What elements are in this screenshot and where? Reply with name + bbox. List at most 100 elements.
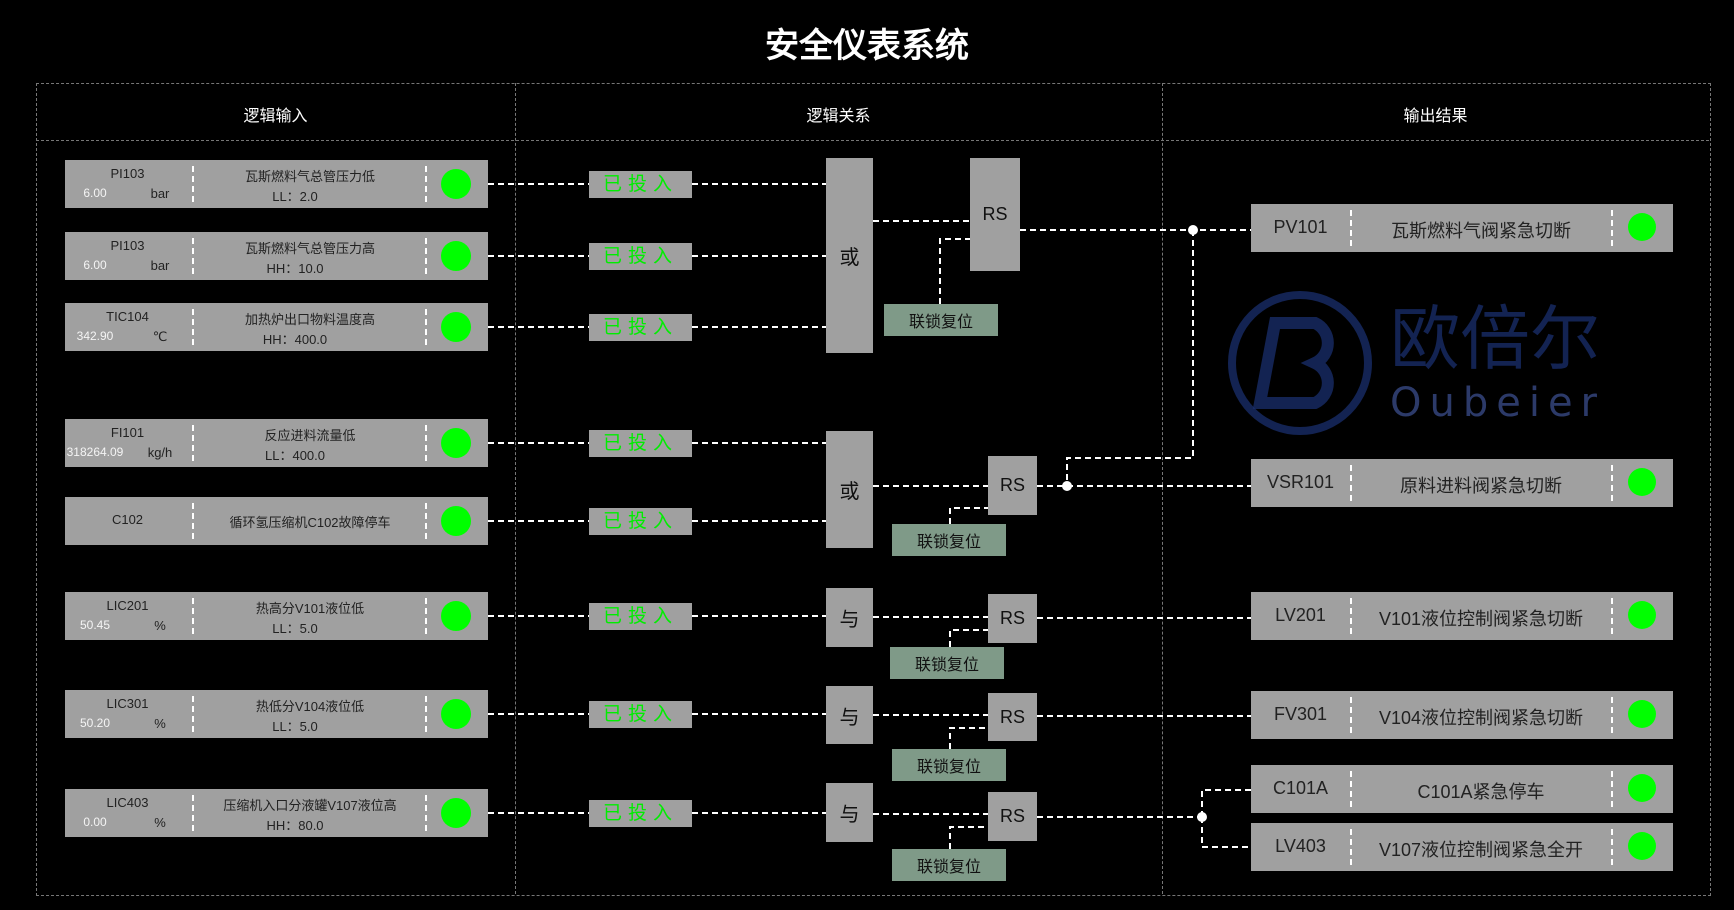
- input-unit: %: [154, 815, 166, 830]
- enabled-button[interactable]: 已投入: [589, 508, 692, 535]
- output-tag: VSR101: [1266, 472, 1335, 492]
- column-separator: [192, 795, 194, 831]
- input-value: 342.90: [76, 329, 114, 343]
- status-indicator-dot: [441, 428, 471, 458]
- column-separator: [192, 238, 194, 274]
- status-indicator-dot: [441, 699, 471, 729]
- output-block[interactable]: VSR101 原料进料阀紧急切断: [1251, 459, 1673, 507]
- input-limit: LL：2.0: [272, 189, 318, 204]
- input-limit: HH：400.0: [262, 332, 328, 347]
- input-value: 318264.09: [66, 445, 124, 459]
- column-separator: [1611, 465, 1613, 501]
- status-indicator-dot: [1628, 468, 1656, 496]
- wire: [949, 629, 988, 647]
- column-separator: [425, 425, 427, 461]
- wire: [949, 727, 988, 749]
- enabled-button[interactable]: 已投入: [589, 701, 692, 728]
- input-block[interactable]: LIC403 0.00% 压缩机入口分液罐V107液位高 HH：80.0: [65, 789, 488, 837]
- enabled-button[interactable]: 已投入: [589, 603, 692, 630]
- input-tag: LIC201: [106, 598, 149, 613]
- page-title: 安全仪表系统: [765, 26, 969, 66]
- column-divider: [1162, 83, 1163, 894]
- input-unit: bar: [150, 258, 170, 273]
- and-gate: 与: [826, 588, 873, 647]
- or-gate: 或: [826, 158, 873, 353]
- column-separator: [192, 425, 194, 461]
- rs-flipflop: RS: [988, 594, 1037, 643]
- header-logic-relation: 逻辑关系: [806, 108, 871, 125]
- input-limit: HH：10.0: [266, 261, 324, 276]
- input-limit: LL：5.0: [272, 621, 318, 636]
- interlock-reset-button[interactable]: 联锁复位: [890, 647, 1004, 679]
- status-indicator-dot: [441, 506, 471, 536]
- wire: [1201, 789, 1251, 817]
- column-separator: [1611, 697, 1613, 733]
- enabled-button[interactable]: 已投入: [589, 314, 692, 341]
- input-limit: LL：400.0: [265, 448, 325, 463]
- rs-flipflop: RS: [988, 792, 1037, 841]
- column-separator: [192, 598, 194, 634]
- input-description: 热高分V101液位低: [255, 601, 365, 616]
- status-indicator-dot: [1628, 213, 1656, 241]
- input-tag: LIC301: [106, 696, 149, 711]
- status-indicator-dot: [441, 169, 471, 199]
- column-separator: [1350, 697, 1352, 733]
- header-output-result: 输出结果: [1403, 108, 1468, 125]
- input-limit: HH：80.0: [266, 818, 324, 833]
- column-separator: [425, 696, 427, 732]
- input-description: 反应进料流量低: [264, 428, 356, 443]
- interlock-reset-button[interactable]: 联锁复位: [892, 524, 1006, 556]
- and-gate: 与: [826, 686, 873, 744]
- junction-dot: [1062, 481, 1072, 491]
- column-separator: [1350, 465, 1352, 501]
- status-indicator-dot: [441, 241, 471, 271]
- wire: [939, 238, 970, 304]
- wire: [949, 826, 988, 849]
- column-separator: [1350, 210, 1352, 246]
- input-unit: ℃: [152, 329, 168, 344]
- input-value: 0.00: [83, 815, 107, 829]
- rs-flipflop: RS: [970, 158, 1020, 271]
- input-tag: FI101: [110, 425, 145, 440]
- input-tag: C102: [111, 512, 144, 527]
- output-description: V104液位控制阀紧急切断: [1378, 708, 1584, 728]
- input-value: 6.00: [83, 258, 107, 272]
- column-separator: [425, 238, 427, 274]
- interlock-reset-button[interactable]: 联锁复位: [892, 849, 1006, 881]
- column-separator: [1350, 771, 1352, 807]
- output-tag: LV403: [1275, 836, 1326, 856]
- column-separator: [425, 598, 427, 634]
- input-tag: LIC403: [106, 795, 149, 810]
- enabled-button[interactable]: 已投入: [589, 800, 692, 827]
- input-description: 瓦斯燃料气总管压力低: [244, 169, 375, 184]
- column-separator: [1611, 598, 1613, 634]
- output-description: 原料进料阀紧急切断: [1400, 476, 1562, 496]
- header-logic-input: 逻辑输入: [243, 108, 308, 125]
- enabled-button[interactable]: 已投入: [589, 430, 692, 457]
- output-description: V101液位控制阀紧急切断: [1378, 609, 1584, 629]
- column-separator: [192, 166, 194, 202]
- enabled-button[interactable]: 已投入: [589, 243, 692, 270]
- interlock-reset-button[interactable]: 联锁复位: [884, 304, 998, 336]
- input-description: 加热炉出口物料温度高: [244, 312, 375, 327]
- enabled-button[interactable]: 已投入: [589, 171, 692, 198]
- column-separator: [425, 503, 427, 539]
- column-separator: [192, 503, 194, 539]
- input-description: 压缩机入口分液罐V107液位高: [223, 798, 397, 813]
- column-separator: [1350, 598, 1352, 634]
- interlock-reset-button[interactable]: 联锁复位: [892, 749, 1006, 781]
- column-separator: [1611, 771, 1613, 807]
